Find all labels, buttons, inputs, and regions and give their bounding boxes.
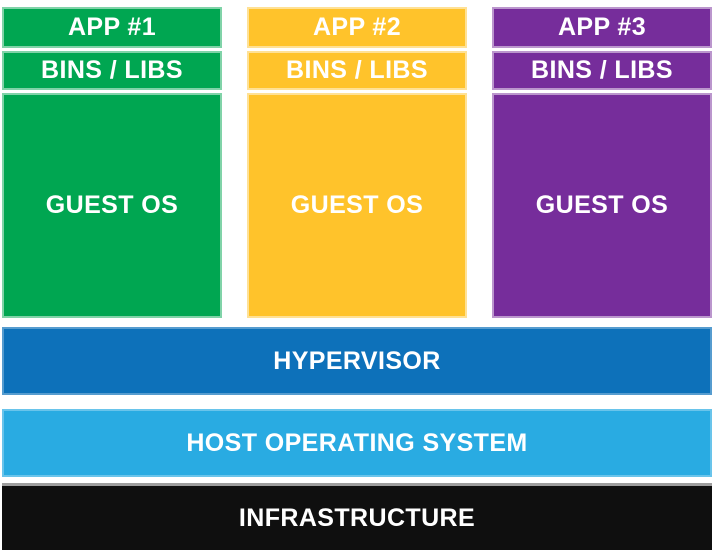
hypervisor-layer: HYPERVISOR bbox=[2, 327, 712, 395]
bins-libs-box-2: BINS / LIBS bbox=[247, 51, 467, 90]
bins-libs-box-1: BINS / LIBS bbox=[2, 51, 222, 90]
host-operating-system-label: HOST OPERATING SYSTEM bbox=[186, 428, 528, 457]
app-box-2: APP #2 bbox=[247, 7, 467, 48]
vm-column-2: APP #2 BINS / LIBS GUEST OS bbox=[247, 7, 467, 318]
bins-libs-box-3: BINS / LIBS bbox=[492, 51, 712, 90]
vm-column-3: APP #3 BINS / LIBS GUEST OS bbox=[492, 7, 712, 318]
hypervisor-label: HYPERVISOR bbox=[273, 346, 441, 375]
app-label-2: APP #2 bbox=[312, 13, 402, 41]
guest-os-box-1: GUEST OS bbox=[2, 93, 222, 318]
guest-os-box-3: GUEST OS bbox=[492, 93, 712, 318]
guest-os-label-1: GUEST OS bbox=[45, 191, 179, 219]
infrastructure-label: INFRASTRUCTURE bbox=[238, 503, 476, 532]
guest-os-label-3: GUEST OS bbox=[535, 191, 669, 219]
bins-libs-label-3: BINS / LIBS bbox=[531, 56, 673, 84]
app-label-1: APP #1 bbox=[67, 13, 157, 41]
app-box-1: APP #1 bbox=[2, 7, 222, 48]
app-label-3: APP #3 bbox=[557, 13, 647, 41]
infrastructure-layer: INFRASTRUCTURE bbox=[2, 483, 712, 550]
vm-column-1: APP #1 BINS / LIBS GUEST OS bbox=[2, 7, 222, 318]
bins-libs-label-2: BINS / LIBS bbox=[286, 56, 428, 84]
app-box-3: APP #3 bbox=[492, 7, 712, 48]
vm-columns-row: APP #1 BINS / LIBS GUEST OS APP #2 BINS … bbox=[2, 7, 712, 318]
bins-libs-label-1: BINS / LIBS bbox=[41, 56, 183, 84]
guest-os-label-2: GUEST OS bbox=[290, 191, 424, 219]
guest-os-box-2: GUEST OS bbox=[247, 93, 467, 318]
host-operating-system-layer: HOST OPERATING SYSTEM bbox=[2, 409, 712, 477]
